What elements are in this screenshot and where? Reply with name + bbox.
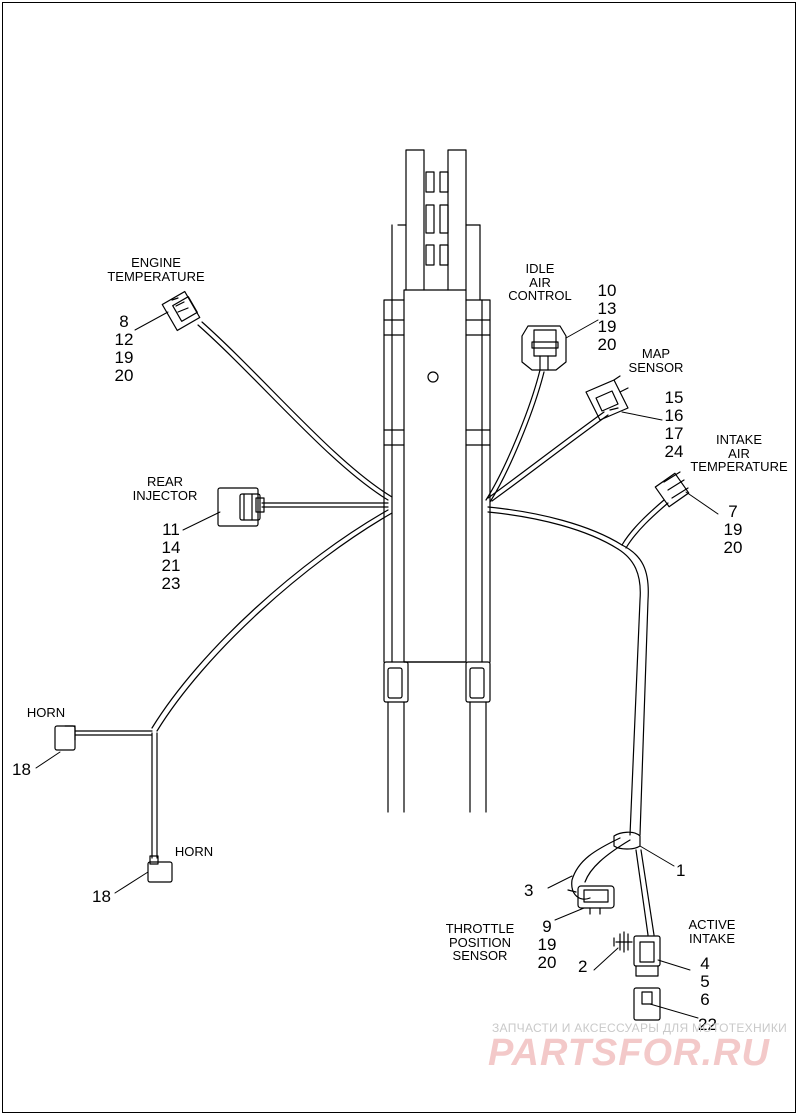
idle-air-control-label: IDLE AIR CONTROL: [508, 261, 572, 304]
throttle-position-connector: [567, 885, 615, 915]
harness-clip-1: [613, 831, 641, 850]
engine-temperature-connector: [161, 290, 201, 332]
intake-air-temperature-connector: [654, 471, 690, 508]
horn-upper-label: HORN: [26, 705, 66, 720]
engine-temperature-refs: 8 12 19 20: [114, 312, 134, 385]
idle-air-control-refs: 10 13 19 20: [597, 281, 617, 354]
idle-air-control-connector: [521, 325, 567, 371]
rear-injector-connector: [217, 487, 265, 527]
active-intake-connector: [633, 935, 661, 977]
intake-air-temperature-label: INTAKE AIR TEMPERATURE: [690, 432, 788, 475]
map-sensor-connector: [585, 375, 629, 421]
intake-air-temperature-refs: 7 19 20: [723, 502, 743, 557]
throttle-position-sensor-refs: 9 19 20: [537, 917, 557, 972]
throttle-position-sensor-label: THROTTLE POSITION SENSOR: [445, 921, 515, 964]
active-intake-refs: 4 5 6: [700, 954, 710, 1009]
harness-clip-ref: 3: [524, 881, 534, 900]
cap-22: [633, 987, 661, 1021]
chassis-frame: [383, 149, 491, 813]
leader-lines: [35, 311, 719, 1019]
push-clip-2: [613, 931, 633, 953]
engine-temperature-label: ENGINE TEMPERATURE: [107, 255, 205, 284]
watermark-tagline: ЗАПЧАСТИ И АКСЕССУАРЫ ДЛЯ МОТОТЕХНИКИ: [492, 1021, 788, 1035]
wiring-harness: [74, 321, 669, 936]
horn-lower-ref: 18: [92, 887, 111, 906]
rear-injector-label: REAR INJECTOR: [132, 474, 198, 503]
watermark-logo: PARTSFOR.RU: [488, 1032, 770, 1074]
active-intake-label: ACTIVE INTAKE: [688, 917, 736, 946]
horn-connector-lower: [147, 855, 173, 883]
push-clip-ref: 2: [578, 957, 588, 976]
rear-injector-refs: 11 14 21 23: [161, 520, 181, 593]
map-sensor-label: MAP SENSOR: [628, 346, 684, 375]
harness-ref: 1: [676, 861, 686, 880]
map-sensor-refs: 15 16 17 24: [664, 388, 684, 461]
horn-connector-upper: [54, 725, 76, 751]
horn-lower-label: HORN: [174, 844, 214, 859]
horn-upper-ref: 18: [12, 760, 31, 779]
cap-ref: 22: [698, 1015, 717, 1034]
